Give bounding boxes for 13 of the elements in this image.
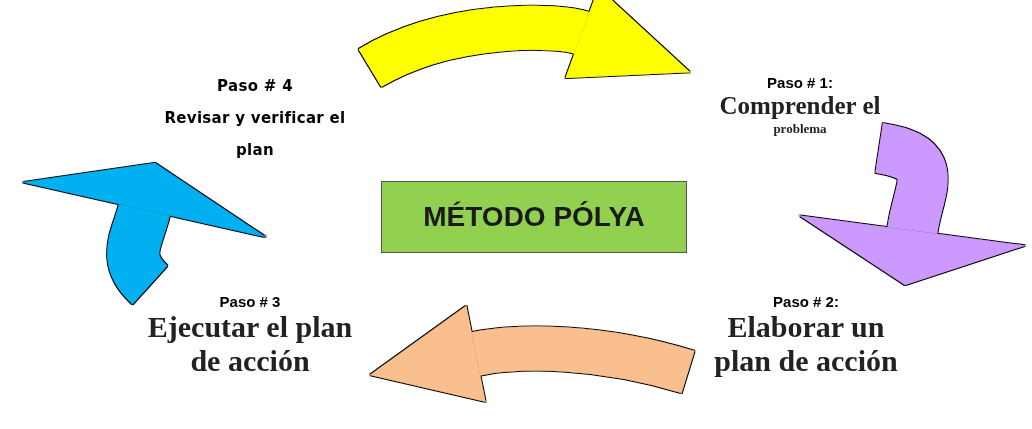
step-number: Paso # 4 <box>217 76 293 97</box>
block-arrow <box>800 123 1025 285</box>
title-box <box>381 181 687 253</box>
step-description: Comprender el <box>719 90 881 121</box>
step-description: problema <box>773 120 827 137</box>
step-description: Ejecutar el plan de acción <box>146 309 354 378</box>
step-number: Paso # 2: <box>773 292 839 310</box>
step-description: Revisar y verificar el plan <box>163 108 347 161</box>
title-text: MÉTODO PÓLYA <box>423 201 645 233</box>
step-description: Elaborar un plan de acción <box>713 309 899 378</box>
step-number: Paso # 1: <box>767 73 833 91</box>
block-arrow <box>23 163 266 304</box>
step-number: Paso # 3 <box>219 292 281 310</box>
